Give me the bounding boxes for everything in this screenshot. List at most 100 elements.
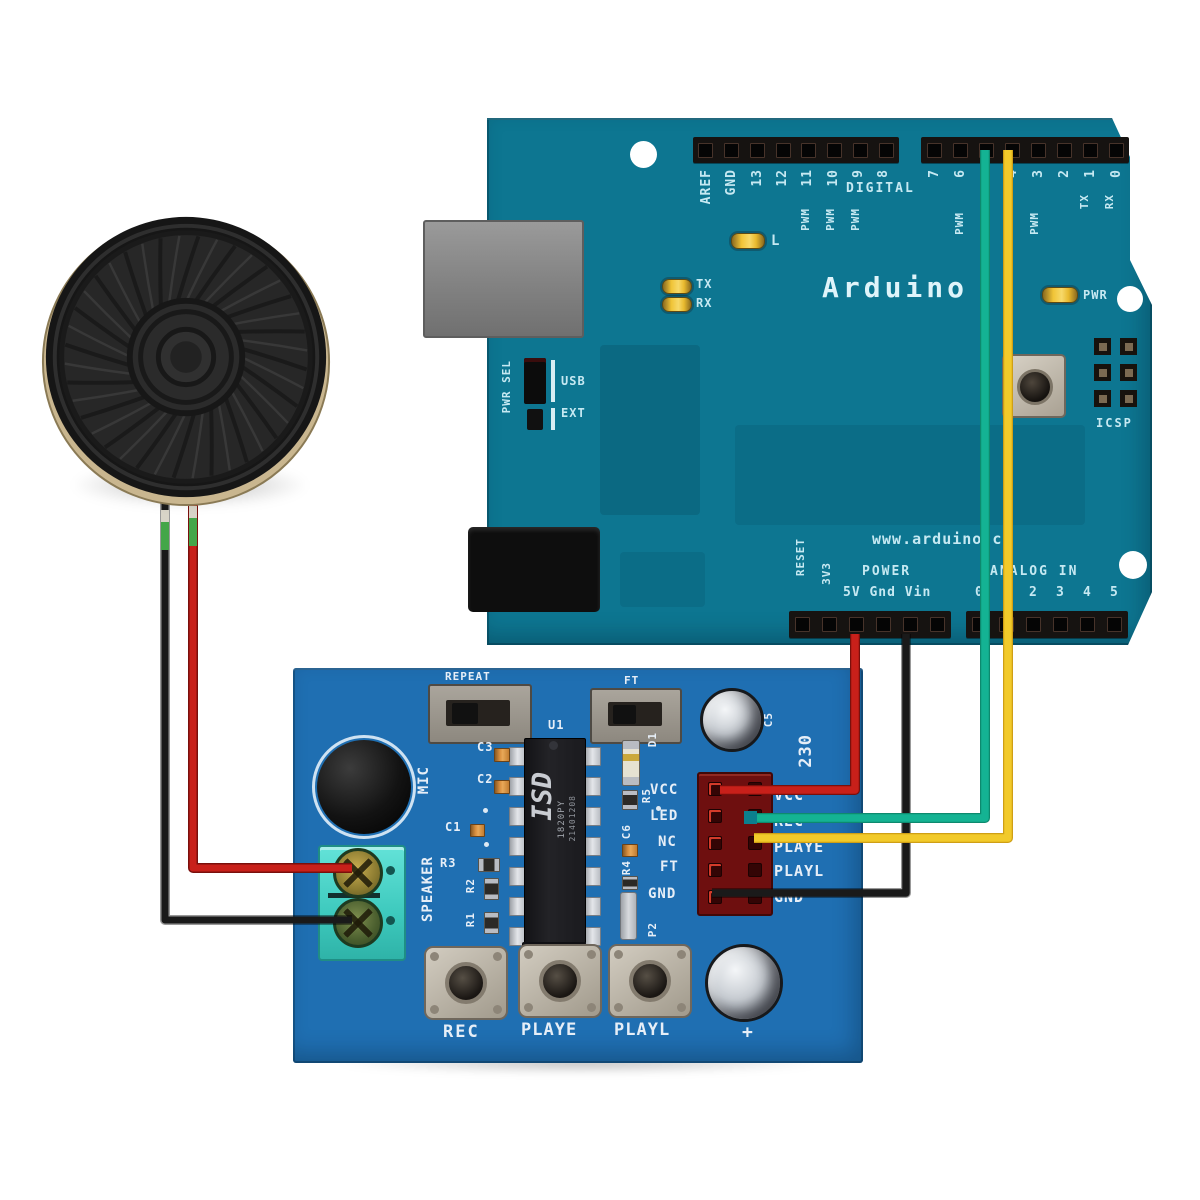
speaker-groove — [237, 373, 289, 424]
power-jack — [468, 527, 600, 612]
speaker-groove — [72, 388, 142, 402]
c2-label: C2 — [477, 772, 494, 786]
c1-capacitor — [470, 824, 485, 837]
speaker-cone-edge — [59, 230, 313, 484]
d1-led — [622, 740, 640, 786]
speaker-groove — [193, 244, 237, 304]
header-pin — [708, 863, 722, 877]
c2-capacitor — [494, 780, 510, 794]
speaker-groove — [141, 243, 155, 313]
pin — [827, 142, 843, 158]
header-pin — [1120, 364, 1137, 381]
pin — [903, 617, 918, 632]
speaker-groove — [167, 235, 181, 305]
rec-button — [424, 946, 508, 1020]
header-pin — [1094, 338, 1111, 355]
pin — [1082, 142, 1098, 158]
mounting-hole — [1119, 551, 1147, 579]
power-header — [789, 611, 951, 638]
pcb-shade — [600, 345, 700, 515]
digital-header-right — [921, 137, 1129, 163]
speaker-groove — [123, 251, 149, 319]
nc-pin-label: NC — [658, 834, 677, 850]
r5-resistor — [622, 790, 638, 810]
pin — [1107, 617, 1122, 632]
pin — [878, 142, 894, 158]
c1-label: C1 — [445, 820, 462, 834]
ft-switch-label: FT — [624, 674, 640, 687]
r3-label: R3 — [440, 856, 457, 870]
mounting-hole — [1117, 286, 1143, 312]
terminal-hole — [386, 916, 395, 925]
speaker-dust-cap — [170, 341, 202, 373]
header-pin — [748, 863, 762, 877]
reset-button-cap — [1017, 369, 1053, 405]
crystal — [620, 892, 637, 940]
speaker-rim-highlight — [52, 223, 320, 491]
speaker-groove — [64, 362, 134, 376]
speaker-groove — [209, 406, 214, 476]
pcb-shade — [620, 552, 705, 607]
pin-label: 4 — [1083, 585, 1092, 600]
playl-button — [608, 944, 692, 1018]
gnd-black-wire — [712, 634, 910, 897]
speaker-groove — [175, 235, 201, 304]
speaker-groove — [240, 355, 304, 390]
header-pin — [1120, 338, 1137, 355]
u1-label: U1 — [548, 718, 565, 732]
rec-button-label: REC — [443, 1022, 480, 1042]
speaker-cone-grooves — [64, 235, 308, 479]
led-pwr-label: PWR — [1083, 288, 1108, 302]
speaker-groove — [153, 411, 188, 475]
c3-capacitor — [494, 748, 510, 762]
speaker-groove — [238, 338, 308, 352]
led-l — [731, 233, 765, 249]
led-tx-label: TX — [696, 277, 713, 291]
pin — [1030, 142, 1046, 158]
icsp-label: ICSP — [1096, 416, 1133, 430]
speaker-groove — [158, 238, 163, 308]
pin — [1108, 142, 1124, 158]
speaker-groove — [83, 290, 135, 341]
analog-header — [966, 611, 1128, 638]
speaker-groove — [108, 262, 143, 326]
speaker-groove — [171, 411, 197, 479]
pcb-shade — [735, 425, 1085, 525]
pin-label: 3 — [1056, 585, 1065, 600]
led-rx-label: RX — [696, 296, 713, 310]
via — [656, 806, 661, 811]
playl-right-label: PLAYL — [774, 862, 825, 880]
5v-red-wire — [720, 634, 859, 794]
playl-button-label: PLAYL — [614, 1020, 671, 1040]
c5-capacitor — [700, 688, 764, 752]
r4-resistor — [622, 876, 638, 890]
led-tx — [662, 279, 692, 294]
speaker-groove — [224, 294, 292, 320]
pin — [852, 142, 868, 158]
power-rail-labels: 5V Gnd Vin — [843, 585, 932, 600]
pin — [876, 617, 891, 632]
pin — [1056, 142, 1072, 158]
icsp-header — [1094, 338, 1137, 407]
speaker-red-wire — [188, 496, 352, 873]
pin — [775, 142, 791, 158]
header-pin — [708, 809, 722, 823]
speaker-groove — [64, 342, 132, 368]
speaker-groove — [135, 410, 179, 470]
repeat-switch-knob — [452, 703, 478, 724]
led-rx — [662, 297, 692, 312]
speaker-groove — [119, 408, 170, 460]
speaker-groove — [240, 346, 308, 372]
speaker-groove — [184, 239, 219, 303]
digital-label: DIGITAL — [846, 181, 915, 196]
speaker-groove — [191, 409, 205, 479]
speaker-groove — [67, 380, 137, 385]
playe-button — [518, 944, 602, 1018]
pin — [926, 142, 942, 158]
pin — [952, 142, 968, 158]
rec-teal-wire — [752, 150, 989, 822]
ft-switch-knob — [613, 705, 636, 724]
arduino-url: www.arduino.cc — [872, 530, 1013, 548]
led-pin-label: LED — [650, 808, 679, 824]
